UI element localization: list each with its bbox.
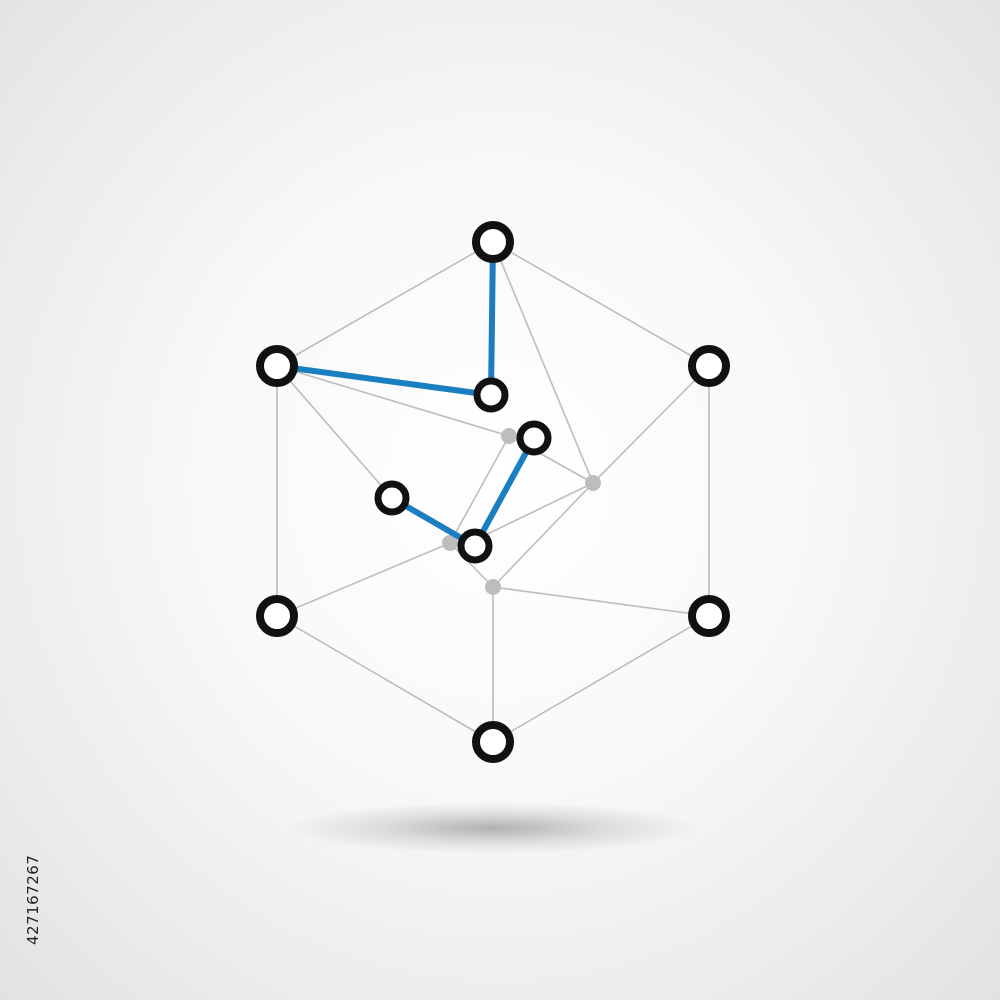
ring-node-inner-left: [374, 480, 410, 516]
highlight-link-left: [274, 363, 494, 398]
stock-id-label: 427167267: [24, 854, 42, 945]
edge-bottom-lowerleft: [276, 615, 494, 743]
ring-node-inner-right: [516, 420, 552, 456]
ring-node-upper-left: [256, 345, 298, 387]
ring-node-lower-left: [256, 595, 298, 637]
edge-center-lower: [492, 482, 594, 588]
ring-node-upper-right: [688, 345, 730, 387]
ring-node-top: [472, 221, 514, 263]
drop-shadow: [288, 802, 698, 854]
hub-node-center: [585, 475, 601, 491]
edge-top-upperright: [492, 241, 710, 367]
edge-inner-lower: [449, 542, 494, 588]
mesh-lines: [276, 241, 710, 743]
edge-upperleft-top: [276, 241, 494, 367]
hub-node-inner-a: [501, 428, 517, 444]
ring-node-inner-top: [473, 377, 509, 413]
mesh-nodes: [442, 428, 601, 595]
edge-upperleft-inner: [276, 365, 510, 437]
ring-node-lower-right: [688, 595, 730, 637]
edge-lowerright-bottom: [492, 615, 710, 743]
edge-upperleft-midleft: [276, 365, 393, 499]
ring-node-bottom: [472, 721, 514, 763]
edge-lower-lowerright: [492, 586, 710, 617]
edge-inner-lowerleft: [276, 542, 451, 617]
edge-upperright-center: [592, 365, 710, 484]
edge-top-center: [492, 241, 594, 484]
hub-node-lower: [485, 579, 501, 595]
edge-inner-a-b: [449, 435, 510, 544]
highlight-link-inner: [472, 435, 537, 549]
hub-node-inner-b: [442, 535, 458, 551]
ring-nodes: [256, 221, 730, 763]
edge-center-inner-b: [474, 482, 594, 541]
highlight-link-top: [488, 239, 496, 398]
ring-node-inner-bottom: [457, 528, 493, 564]
